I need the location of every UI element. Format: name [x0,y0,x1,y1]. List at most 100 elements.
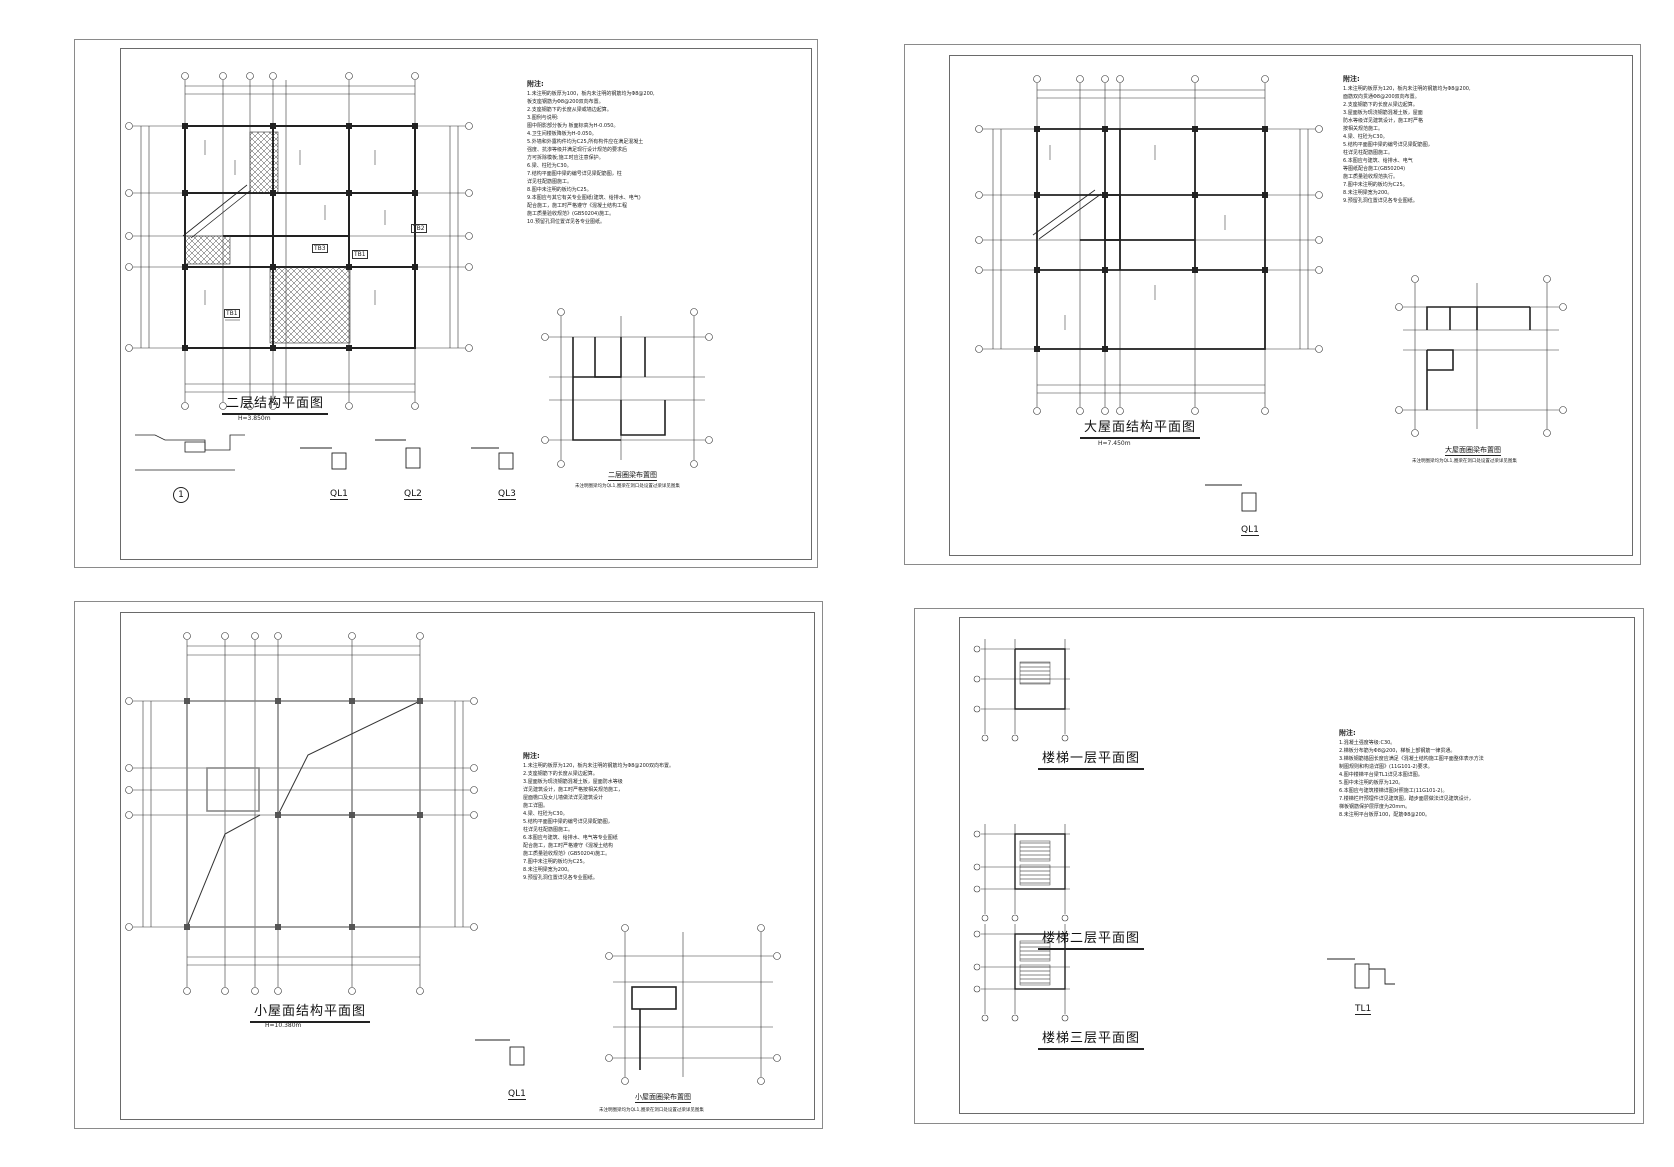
stair-plan-title-2: 楼梯二层平面图 [1038,927,1145,950]
slab-tag: TB2 [411,224,427,233]
notes-header: 附注: [527,80,544,88]
plan-elevation: H=7.450m [1098,440,1131,447]
note-line: 7.图中未注明的板均为C25。 [523,859,588,865]
note-line: 2.支座钢筋下的长度从梁边起算。 [1343,102,1418,108]
note-line: 按相关规范施工。 [1343,126,1384,132]
note-line: 2.支座钢筋下的长度从梁或墙边起算。 [527,107,612,113]
note-line: 3.屋面板为现浇钢筋混凝土板，屋面 [1343,110,1423,116]
small-roof-structure-plan [125,632,781,1085]
note-line: 图中阴影部分板为 板面标高为H-0.050。 [527,123,619,129]
plan-title: 小屋面结构平面图 [250,1000,371,1023]
slab-tag: TB1 [352,250,368,259]
section-label-ql1: QL1 [508,1089,526,1100]
note-line: 9.预留孔洞位置详见各专业图纸。 [523,875,598,881]
stair-plan-title-1: 楼梯一层平面图 [1038,747,1145,770]
note-line: 3.屋面板为现浇钢筋混凝土板，屋面防水等级 [523,779,623,785]
note-line: 4.图中楼梯平台梁TL1详见本图详图。 [1339,772,1423,778]
note-line: 5.外墙和外露构件均为C25,所有构件应在满足混凝土 [527,139,644,145]
plan-title: 二层结构平面图 [222,392,329,415]
note-line: 7.图中未注明的板均为C25。 [1343,182,1408,188]
note-line: 防水等级详见建筑设计，施工时严格 [1343,118,1424,124]
notes-block: 附注: 1.混凝土强度等级:C30。 2.梯板分布筋为Φ8@200，梯板上部钢筋… [1339,729,1484,819]
small-plan-note: 未注明圈梁均为QL1,圈梁在洞口处设置过梁详见图集 [599,1108,704,1113]
section-label-ql3: QL3 [498,489,516,500]
note-line: 2.梯板分布筋为Φ8@200，梯板上部钢筋一律贯通。 [1339,748,1456,754]
note-line: 7.楼梯栏杆预埋件详见建筑图，踏步面层做法详见建筑设计， [1339,796,1474,802]
note-line: 柱详见柱配筋图施工。 [523,827,574,833]
note-line: 配合施工，施工时严格遵守《混凝土结构工程 [527,203,628,209]
section-label-tl1: TL1 [1355,1004,1372,1015]
note-line: 方可拆除模板;施工时应注意保护。 [527,155,604,161]
small-plan-title: 小屋面圈梁布置图 [635,1093,691,1103]
stair-plan-title-3: 楼梯三层平面图 [1038,1027,1145,1050]
drawing-sheet-main-roof: 大屋面结构平面图 H=7.450m QL1 大屋面圈梁布置图 未注明圈梁均为QL… [904,44,1641,565]
detail-marker: 1 [173,487,189,503]
note-line: 制图规则和构造详图》(11G101-2)要求。 [1339,764,1433,770]
note-line: 6.本图应与建筑楼梯详图对照施工(11G101-2)。 [1339,788,1448,794]
stair-plans [973,639,1395,1022]
plan-title: 大屋面结构平面图 [1080,416,1201,439]
plan-elevation: H=10.380m [265,1022,302,1029]
note-line: 4.梁、柱砼为C30。 [1343,134,1388,140]
note-line: 6.本图应与建筑、给排水、电气 [1343,158,1413,164]
main-roof-structure-plan [975,75,1567,512]
section-label-ql2: QL2 [404,489,422,500]
note-line: 5.结构平面图中梁的编号详见梁配筋图， [523,819,613,825]
plan-elevation: H=3.850m [238,415,271,422]
drawing-sheet-stairs: 楼梯一层平面图 楼梯二层平面图 楼梯三层平面图 TL1 附注: 1.混凝土强度等… [914,608,1644,1124]
sheet-inner-border [959,617,1635,1114]
sheet-inner-border [120,48,812,560]
note-line: 柱详见柱配筋图施工。 [1343,150,1394,156]
notes-block: 附注: 1.未注明的板厚为120，板内未注明的钢筋均为Φ8@200, 面筋双向贯… [1343,75,1471,205]
drawing-sheet-small-roof: 小屋面结构平面图 H=10.380m QL1 小屋面圈梁布置图 未注明圈梁均为Q… [74,601,823,1129]
notes-block: 附注: 1.未注明的板厚为120，板内未注明的钢筋均为Φ8@200双向布置。 2… [523,752,674,882]
small-plan-title: 二层圈梁布置图 [608,471,657,481]
note-line: 施工质量验收规范执行。 [1343,174,1399,180]
section-label-ql1: QL1 [330,489,348,500]
notes-block: 附注: 1.未注明的板厚为100，板内未注明的钢筋均为Φ8@200, 板支座钢筋… [527,80,655,226]
notes-header: 附注: [1343,75,1360,83]
note-line: 面筋双向贯通Φ8@200双向布置。 [1343,94,1420,100]
note-line: 10.预留孔洞位置详见各专业图纸。 [527,219,605,225]
note-line: 等图纸配合施工(GB50204) [1343,166,1406,172]
note-line: 施工详图。 [523,803,549,809]
drawing-sheet-second-floor: 二层结构平面图 H=3.850m 1 QL1 QL2 QL3 二层圈梁布置图 未… [74,39,818,568]
note-line: 配合施工，施工时严格遵守《混凝土结构 [523,843,614,849]
note-line: 1.未注明的板厚为100，板内未注明的钢筋均为Φ8@200, [527,91,655,97]
note-line: 8.图中未注明的板均为C25。 [527,187,592,193]
note-line: 板支座钢筋为Φ8@200双向布置。 [527,99,604,105]
second-floor-structure-plan [125,72,713,471]
notes-header: 附注: [1339,729,1356,737]
note-line: 3.梯板钢筋锚固长度应满足《混凝土结构施工图平面整体表示方法 [1339,756,1484,762]
note-line: 2.支座钢筋下的长度从梁边起算。 [523,771,598,777]
note-line: 7.结构平面图中梁的编号详见梁配筋图，柱 [527,171,622,177]
note-line: 9.预留孔洞位置详见各专业图纸。 [1343,198,1418,204]
note-line: 6.本图应与建筑、给排水、电气等专业图纸 [523,835,618,841]
sheet-inner-border [949,55,1633,556]
note-line: 施工质量验收规范》(GB50204)施工。 [527,211,615,217]
small-plan-note: 未注明圈梁均为QL1,圈梁在洞口处设置过梁详见图集 [1412,459,1517,464]
note-line: 屋面檐口及女儿墙做法详见建筑设计 [523,795,604,801]
note-line: 1.混凝土强度等级:C30。 [1339,740,1396,746]
note-line: 6.梁、柱砼为C30。 [527,163,572,169]
note-line: 8.未注明梁宽为200。 [1343,190,1393,196]
note-line: 1.未注明的板厚为120，板内未注明的钢筋均为Φ8@200, [1343,86,1471,92]
note-line: 4.卫生间楼板降板为H-0.050。 [527,131,597,137]
note-line: 3.图例与说明: [527,115,559,121]
note-line: 强度、抗渗等级并满足现行设计规范的要求后 [527,147,628,153]
note-line: 详见建筑设计，施工时严格按相关规范施工， [523,787,624,793]
small-plan-title: 大屋面圈梁布置图 [1445,446,1501,456]
note-line: 详见柱配筋图施工。 [527,179,573,185]
small-plan-note: 未注明圈梁均为QL1,圈梁在洞口处设置过梁详见图集 [575,484,680,489]
note-line: 4.梁、柱砼为C30。 [523,811,568,817]
note-line: 施工质量验收规范》(GB50204)施工。 [523,851,611,857]
note-line: 9.本图应与其它有关专业图纸(建筑、给排水、电气) [527,195,641,201]
note-line: 8.未注明平台板厚100，配筋Φ8@200。 [1339,812,1430,818]
notes-header: 附注: [523,752,540,760]
stair-treads [1019,661,1051,685]
note-line: 梯板钢筋保护层厚度为20mm。 [1339,804,1411,810]
note-line: 8.未注明梁宽为200。 [523,867,573,873]
note-line: 5.图中未注明的板厚为120。 [1339,780,1404,786]
slab-tag: TB1 [224,309,240,318]
note-line: 1.未注明的板厚为120，板内未注明的钢筋均为Φ8@200双向布置。 [523,763,674,769]
